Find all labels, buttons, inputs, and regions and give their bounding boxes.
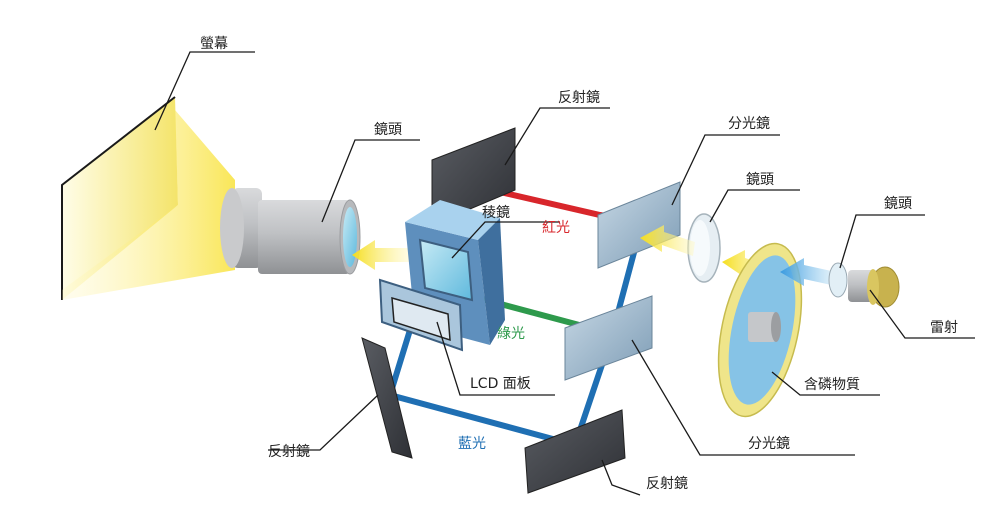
label-laser: 雷射 xyxy=(930,320,958,336)
label-lower-splitter: 分光鏡 xyxy=(748,436,790,452)
label-screen: 螢幕 xyxy=(200,36,228,52)
prism-cube xyxy=(378,200,505,352)
label-projection-lens: 鏡頭 xyxy=(374,122,402,138)
yellow-beam-arrow-mid xyxy=(640,225,695,256)
label-left-mirror: 反射鏡 xyxy=(268,444,310,460)
laser-lens xyxy=(828,262,848,298)
laser xyxy=(848,266,900,308)
label-top-mirror: 反射鏡 xyxy=(558,90,600,106)
label-laser-lens: 鏡頭 xyxy=(884,196,912,212)
label-blue-light: 藍光 xyxy=(458,436,486,452)
label-phosphor: 含磷物質 xyxy=(804,377,860,393)
leader-lines xyxy=(154,51,975,496)
yellow-beam-arrow-left xyxy=(352,240,410,270)
top-splitter xyxy=(597,181,681,269)
label-green-light: 綠光 xyxy=(497,326,525,342)
label-top-splitter: 分光鏡 xyxy=(728,116,770,132)
left-mirror xyxy=(361,337,413,459)
screen xyxy=(61,96,235,300)
bottom-mirror xyxy=(524,409,626,494)
label-red-light: 紅光 xyxy=(542,220,570,236)
label-prism: 稜鏡 xyxy=(482,205,510,221)
lower-splitter xyxy=(564,295,653,381)
phosphor-wheel xyxy=(717,242,803,418)
label-lcd-panel: LCD 面板 xyxy=(470,376,531,392)
top-mirror xyxy=(431,127,516,226)
projection-lens xyxy=(220,188,361,275)
blue-beam-arrow xyxy=(780,258,836,286)
mid-lens xyxy=(687,213,721,283)
label-bottom-mirror: 反射鏡 xyxy=(646,476,688,492)
label-mid-lens: 鏡頭 xyxy=(746,172,774,188)
